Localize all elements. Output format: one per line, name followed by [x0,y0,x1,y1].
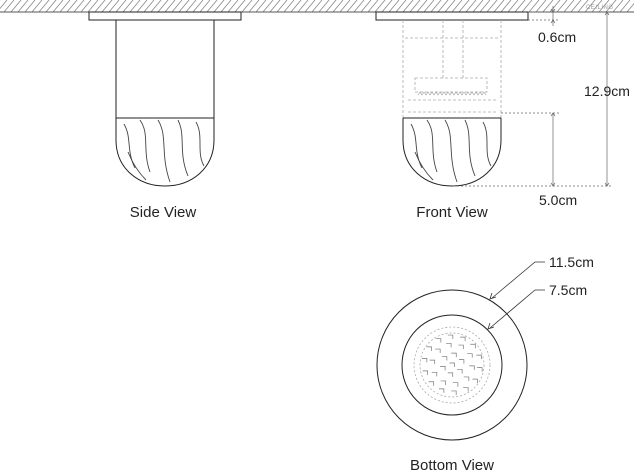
overall-height-label: 12.9cm [584,83,630,99]
ceiling: CEILING [0,0,634,13]
bottom-inner-ring [401,314,503,416]
side-glass-shade [115,118,215,187]
outer-diameter-leader [491,261,545,299]
bottom-view [376,289,528,441]
inner-diameter-leader [489,289,545,329]
front-hidden-lines [402,20,502,118]
outer-diameter-label: 11.5cm [549,254,594,270]
front-glass-shade [402,118,502,187]
front-lamp-socket [417,91,487,96]
front-view-title: Front View [416,204,488,221]
side-view [88,11,242,187]
canopy-height-label: 0.6cm [538,29,576,45]
ceiling-label: CEILING [586,5,614,11]
side-canopy [88,11,242,21]
side-swirl-pattern [123,119,205,183]
side-view-title: Side View [130,204,197,221]
front-view [375,11,529,187]
bottom-diffuser-pattern [421,334,483,395]
bottom-outer-rim [376,289,528,441]
bottom-view-title: Bottom View [410,457,494,474]
shade-height-label: 5.0cm [539,192,577,208]
front-swirl-pattern [410,119,492,183]
ceiling-hatch [0,0,634,12]
front-dimensions [453,6,613,187]
bottom-leaders [487,261,545,330]
front-canopy [375,11,529,21]
inner-diameter-label: 7.5cm [549,282,587,298]
